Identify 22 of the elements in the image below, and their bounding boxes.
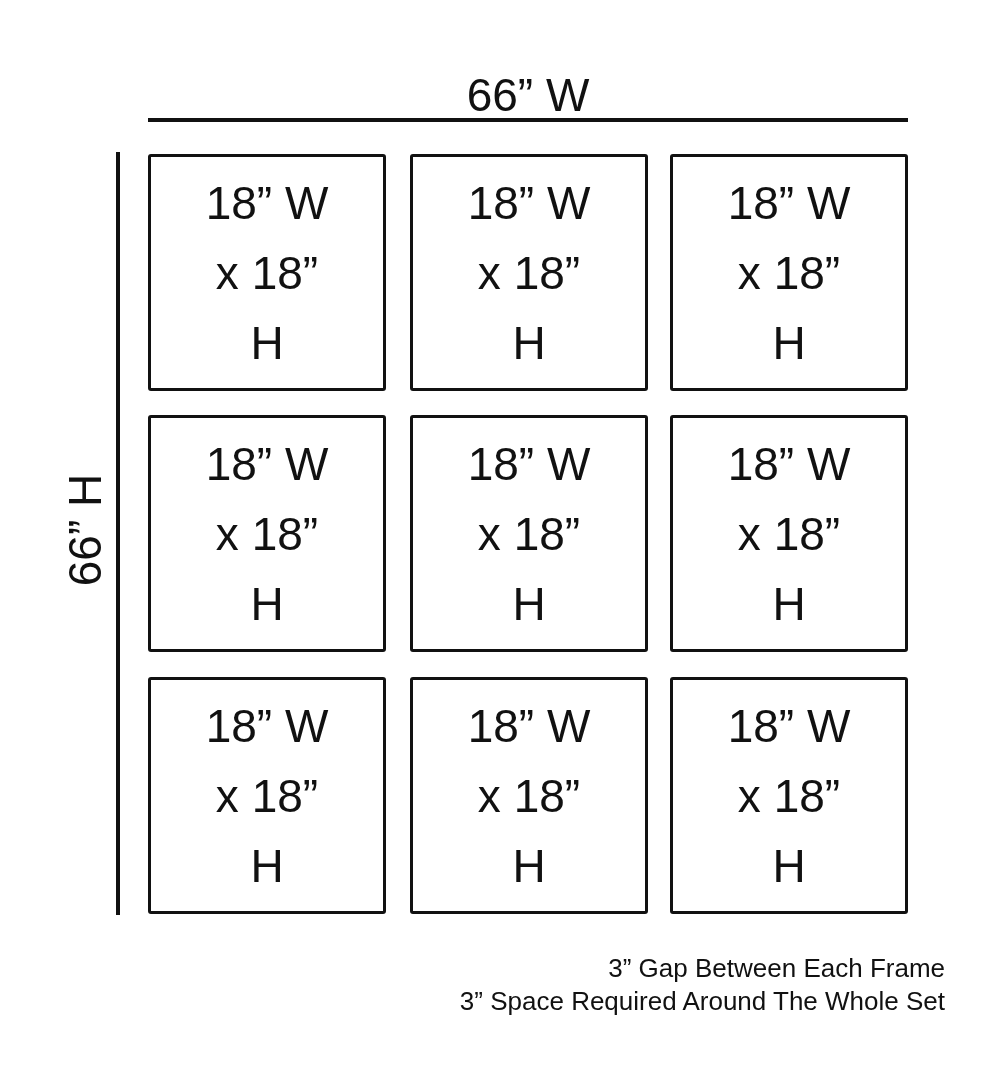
width-dimension: 66” W <box>466 68 590 122</box>
frame-size: 18” W x 18” H <box>466 698 592 894</box>
frame-size: 18” W x 18” H <box>204 436 330 632</box>
note: 3” Gap Between Each Frame <box>608 953 945 984</box>
frame-size: 18” W x 18” H <box>726 698 852 894</box>
frame-size: 18” W x 18” H <box>726 175 852 371</box>
frame-box <box>148 154 386 391</box>
frame-box <box>410 154 648 391</box>
height-dimension: 66” H <box>58 473 112 587</box>
frame-size: 18” W x 18” H <box>466 436 592 632</box>
frame-box <box>410 415 648 652</box>
frame-size: 18” W x 18” H <box>466 175 592 371</box>
frame-box <box>670 415 908 652</box>
note: 3” Space Required Around The Whole Set <box>459 986 945 1017</box>
frame-size: 18” W x 18” H <box>726 436 852 632</box>
frame-size: 18” W x 18” H <box>204 698 330 894</box>
frame-box <box>148 677 386 914</box>
frame-size: 18” W x 18” H <box>204 175 330 371</box>
frame-box <box>410 677 648 914</box>
frame-box <box>670 154 908 391</box>
frame-box <box>670 677 908 914</box>
frame-box <box>148 415 386 652</box>
